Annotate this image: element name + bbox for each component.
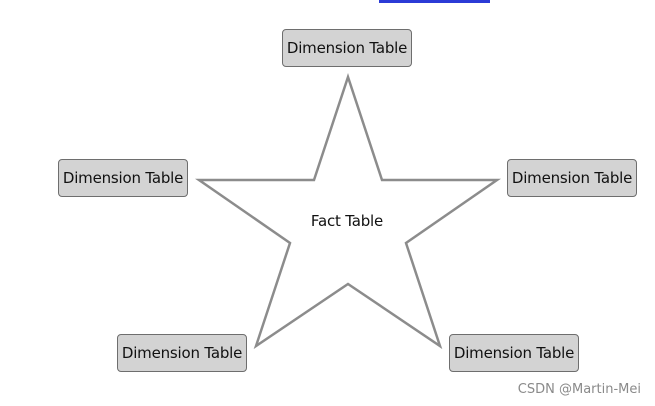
dimension-table-bottom-left: Dimension Table: [117, 334, 247, 372]
dimension-table-bottom-right: Dimension Table: [449, 334, 579, 372]
fact-star-shape: [194, 73, 502, 350]
dimension-table-left: Dimension Table: [58, 159, 188, 197]
fact-table-label: Fact Table: [310, 212, 384, 230]
csdn-watermark: CSDN @Martin-Mei: [517, 382, 641, 397]
top-link-underline: [379, 0, 490, 3]
dimension-table-top: Dimension Table: [282, 29, 412, 67]
dimension-table-right: Dimension Table: [507, 159, 637, 197]
